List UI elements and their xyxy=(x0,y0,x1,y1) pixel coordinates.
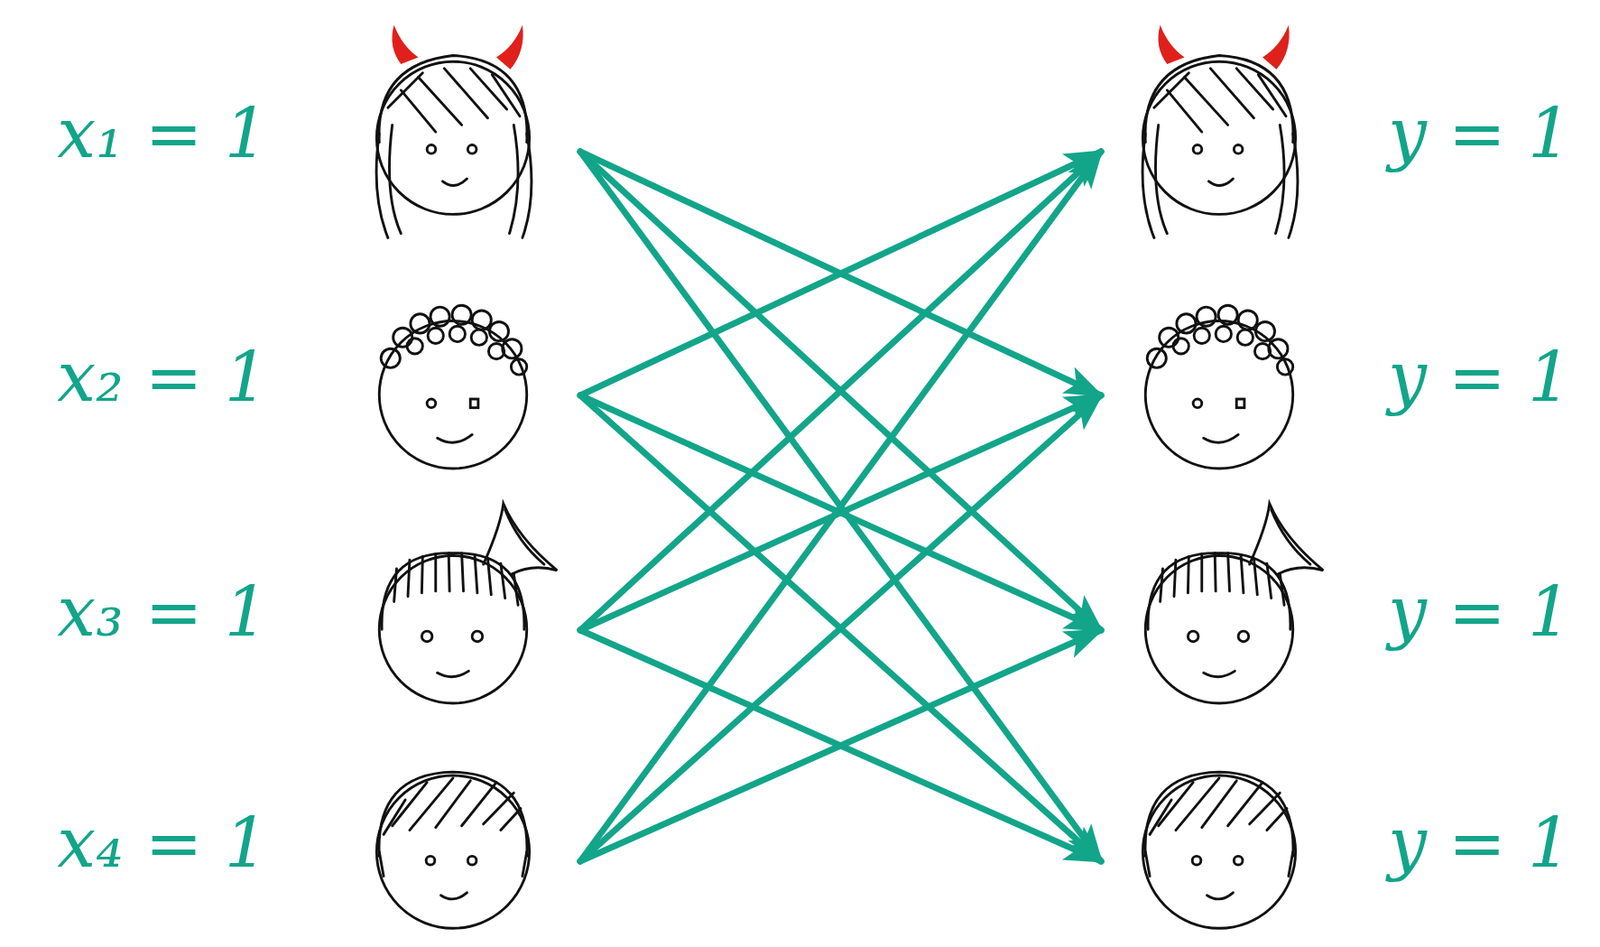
person-node: y = 1 xyxy=(1106,264,1572,491)
arrow-connector xyxy=(580,151,1101,861)
value-label: x₄ = 1 xyxy=(56,801,269,884)
value-label: y = 1 xyxy=(1387,92,1572,175)
arrow-connector xyxy=(580,629,1101,861)
value-label: x₁ = 1 xyxy=(56,92,269,175)
person-node: x₄ = 1 xyxy=(56,730,566,947)
arrow-connector xyxy=(580,151,1101,396)
arrow-connector xyxy=(580,151,1101,630)
arrow-connector xyxy=(580,395,1101,630)
face-illustration xyxy=(1106,264,1332,491)
face-illustration xyxy=(1106,20,1332,247)
arrow-connector xyxy=(580,151,1101,861)
arrow-connector xyxy=(580,395,1101,861)
value-label: y = 1 xyxy=(1387,335,1572,418)
value-label: y = 1 xyxy=(1387,570,1572,653)
person-node: x₁ = 1 xyxy=(56,20,566,247)
person-node: y = 1 xyxy=(1106,20,1572,247)
person-node: y = 1 xyxy=(1106,730,1572,947)
arrow-connector xyxy=(580,395,1101,630)
face-illustration xyxy=(340,730,566,947)
face-illustration xyxy=(340,20,566,247)
arrow-connector xyxy=(580,151,1101,630)
person-node: x₃ = 1 xyxy=(56,499,566,725)
arrow-connector xyxy=(580,395,1101,861)
value-label: x₃ = 1 xyxy=(56,570,269,653)
arrow-connector xyxy=(580,629,1101,861)
face-illustration xyxy=(1106,730,1332,947)
person-node: y = 1 xyxy=(1106,499,1572,725)
face-illustration xyxy=(340,264,566,491)
face-illustration xyxy=(340,499,566,725)
value-label: x₂ = 1 xyxy=(56,335,269,418)
face-illustration xyxy=(1106,499,1332,725)
arrow-connector xyxy=(580,151,1101,396)
person-node: x₂ = 1 xyxy=(56,264,566,491)
value-label: y = 1 xyxy=(1387,801,1572,884)
